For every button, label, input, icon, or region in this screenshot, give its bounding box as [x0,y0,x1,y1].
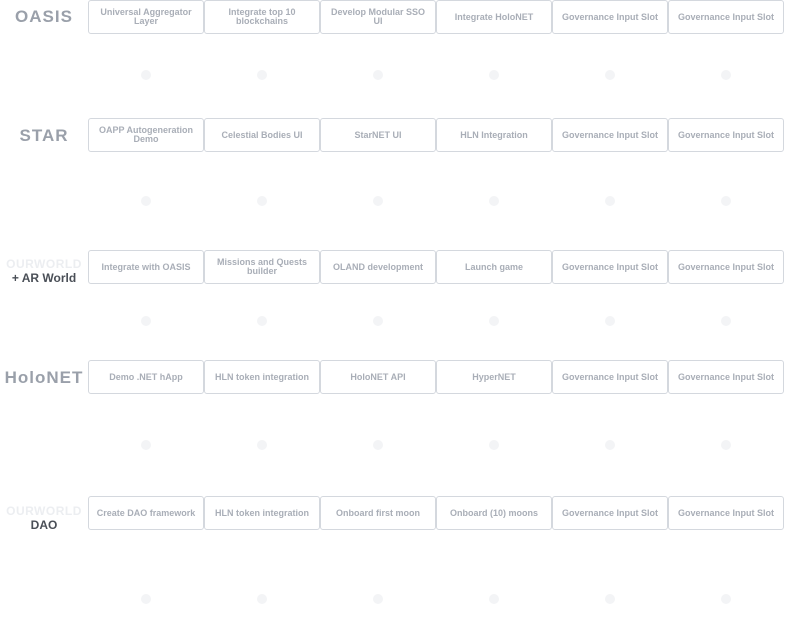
row-label-ourworld: OURWORLD + AR World [0,258,88,284]
governance-input-slot[interactable]: Governance Input Slot [552,118,668,152]
governance-input-slot[interactable]: Governance Input Slot [552,0,668,34]
row-title: STAR [19,126,69,145]
milestone-card[interactable]: Develop Modular SSO UI [320,0,436,34]
milestone-card[interactable]: Missions and Quests builder [204,250,320,284]
milestone-card[interactable]: HyperNET [436,360,552,394]
milestone-card[interactable]: Integrate with OASIS [88,250,204,284]
connector-dot [204,70,320,80]
connector-dots [88,196,784,206]
connector-dot [320,196,436,206]
milestone-card[interactable]: HLN token integration [204,360,320,394]
milestone-card[interactable]: Demo .NET hApp [88,360,204,394]
milestone-card[interactable]: Onboard first moon [320,496,436,530]
milestone-card[interactable]: OAPP Autogeneration Demo [88,118,204,152]
connector-dot [88,196,204,206]
connector-dot [320,594,436,604]
row-title-faded: OURWORLD [6,504,82,518]
connector-dots [88,70,784,80]
connector-dot [668,196,784,206]
row-label-oasis: OASIS [0,8,88,25]
connector-dot [436,440,552,450]
connector-dot [436,316,552,326]
governance-input-slot[interactable]: Governance Input Slot [668,0,784,34]
row-subtitle: + AR World [11,271,77,285]
connector-dots [88,594,784,604]
governance-input-slot[interactable]: Governance Input Slot [668,250,784,284]
connector-dot [320,440,436,450]
connector-dot [436,70,552,80]
row-label-dao: OURWORLD DAO [0,505,88,531]
connector-dot [320,316,436,326]
milestone-card[interactable]: Onboard (10) moons [436,496,552,530]
milestone-card[interactable]: Integrate HoloNET [436,0,552,34]
connector-dot [88,440,204,450]
row-subtitle: DAO [30,518,58,532]
row-cards-holonet: Demo .NET hApp HLN token integration Hol… [88,360,784,394]
milestone-card[interactable]: Integrate top 10 blockchains [204,0,320,34]
connector-dots [88,440,784,450]
milestone-card[interactable]: HoloNET API [320,360,436,394]
row-cards-oasis: Universal Aggregator Layer Integrate top… [88,0,784,34]
milestone-card[interactable]: OLAND development [320,250,436,284]
governance-input-slot[interactable]: Governance Input Slot [668,360,784,394]
connector-dot [436,196,552,206]
connector-dots [88,316,784,326]
row-cards-dao: Create DAO framework HLN token integrati… [88,496,784,530]
row-title: HoloNET [4,368,84,387]
connector-dot [668,440,784,450]
row-title-faded: OURWORLD [6,257,82,271]
governance-input-slot[interactable]: Governance Input Slot [668,496,784,530]
row-label-holonet: HoloNET [0,369,88,386]
connector-dot [552,196,668,206]
governance-input-slot[interactable]: Governance Input Slot [552,250,668,284]
milestone-card[interactable]: HLN token integration [204,496,320,530]
connector-dot [320,70,436,80]
row-cards-star: OAPP Autogeneration Demo Celestial Bodie… [88,118,784,152]
row-cards-ourworld: Integrate with OASIS Missions and Quests… [88,250,784,284]
connector-dot [88,70,204,80]
governance-input-slot[interactable]: Governance Input Slot [552,360,668,394]
connector-dot [204,316,320,326]
milestone-card[interactable]: Launch game [436,250,552,284]
connector-dot [552,440,668,450]
row-title: OASIS [15,7,73,26]
connector-dot [88,594,204,604]
connector-dot [668,594,784,604]
milestone-card[interactable]: Celestial Bodies UI [204,118,320,152]
connector-dot [668,70,784,80]
connector-dot [88,316,204,326]
row-label-star: STAR [0,127,88,144]
governance-input-slot[interactable]: Governance Input Slot [552,496,668,530]
connector-dot [552,316,668,326]
milestone-card[interactable]: Create DAO framework [88,496,204,530]
governance-input-slot[interactable]: Governance Input Slot [668,118,784,152]
milestone-card[interactable]: HLN Integration [436,118,552,152]
connector-dot [204,594,320,604]
connector-dot [552,594,668,604]
connector-dot [204,440,320,450]
connector-dot [436,594,552,604]
connector-dot [668,316,784,326]
connector-dot [204,196,320,206]
milestone-card[interactable]: StarNET UI [320,118,436,152]
milestone-card[interactable]: Universal Aggregator Layer [88,0,204,34]
connector-dot [552,70,668,80]
